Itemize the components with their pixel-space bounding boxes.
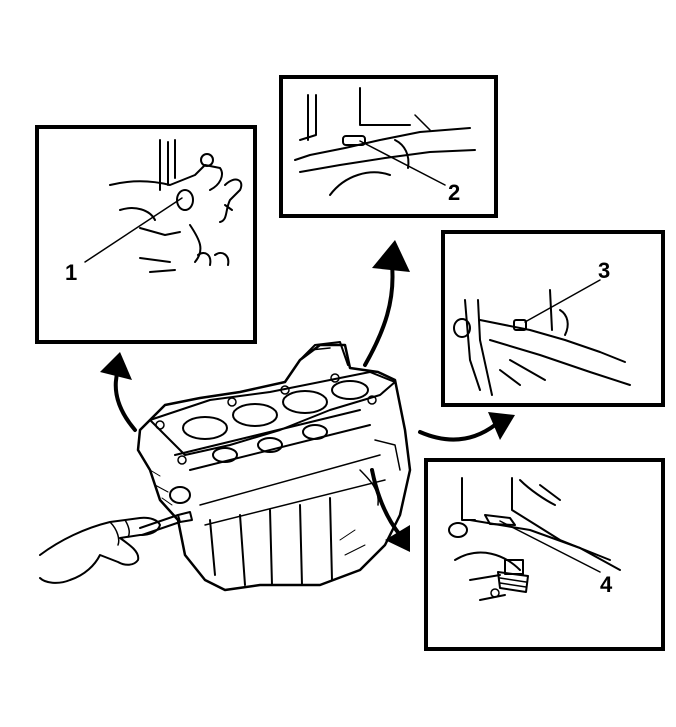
- arrowhead-4: [385, 525, 410, 552]
- leader-line-1: [84, 197, 183, 263]
- detail-box-3: 3: [441, 230, 665, 407]
- arrow-to-detail-1: [113, 368, 137, 432]
- direction-arrows: [100, 240, 515, 552]
- detail-box-2: 2: [279, 75, 498, 218]
- callout-label-2: 2: [448, 180, 460, 205]
- detail-box-4: 4: [424, 458, 665, 651]
- arrowhead-2: [372, 240, 410, 272]
- arrow-to-detail-3: [418, 423, 497, 442]
- arrowhead-1: [100, 352, 132, 380]
- callout-label-3: 3: [598, 258, 610, 283]
- leader-line-2: [359, 140, 446, 186]
- detail-box-1: 1: [35, 125, 257, 344]
- leader-line-4: [499, 520, 601, 573]
- leader-line-3: [524, 279, 601, 323]
- callout-label-1: 1: [65, 260, 77, 285]
- callout-label-4: 4: [600, 572, 613, 597]
- hand-with-tool: [39, 511, 193, 584]
- engine-block: [136, 341, 412, 592]
- arrowhead-3: [488, 412, 515, 440]
- arrow-to-detail-2: [363, 263, 395, 367]
- arrow-to-detail-4: [370, 468, 402, 537]
